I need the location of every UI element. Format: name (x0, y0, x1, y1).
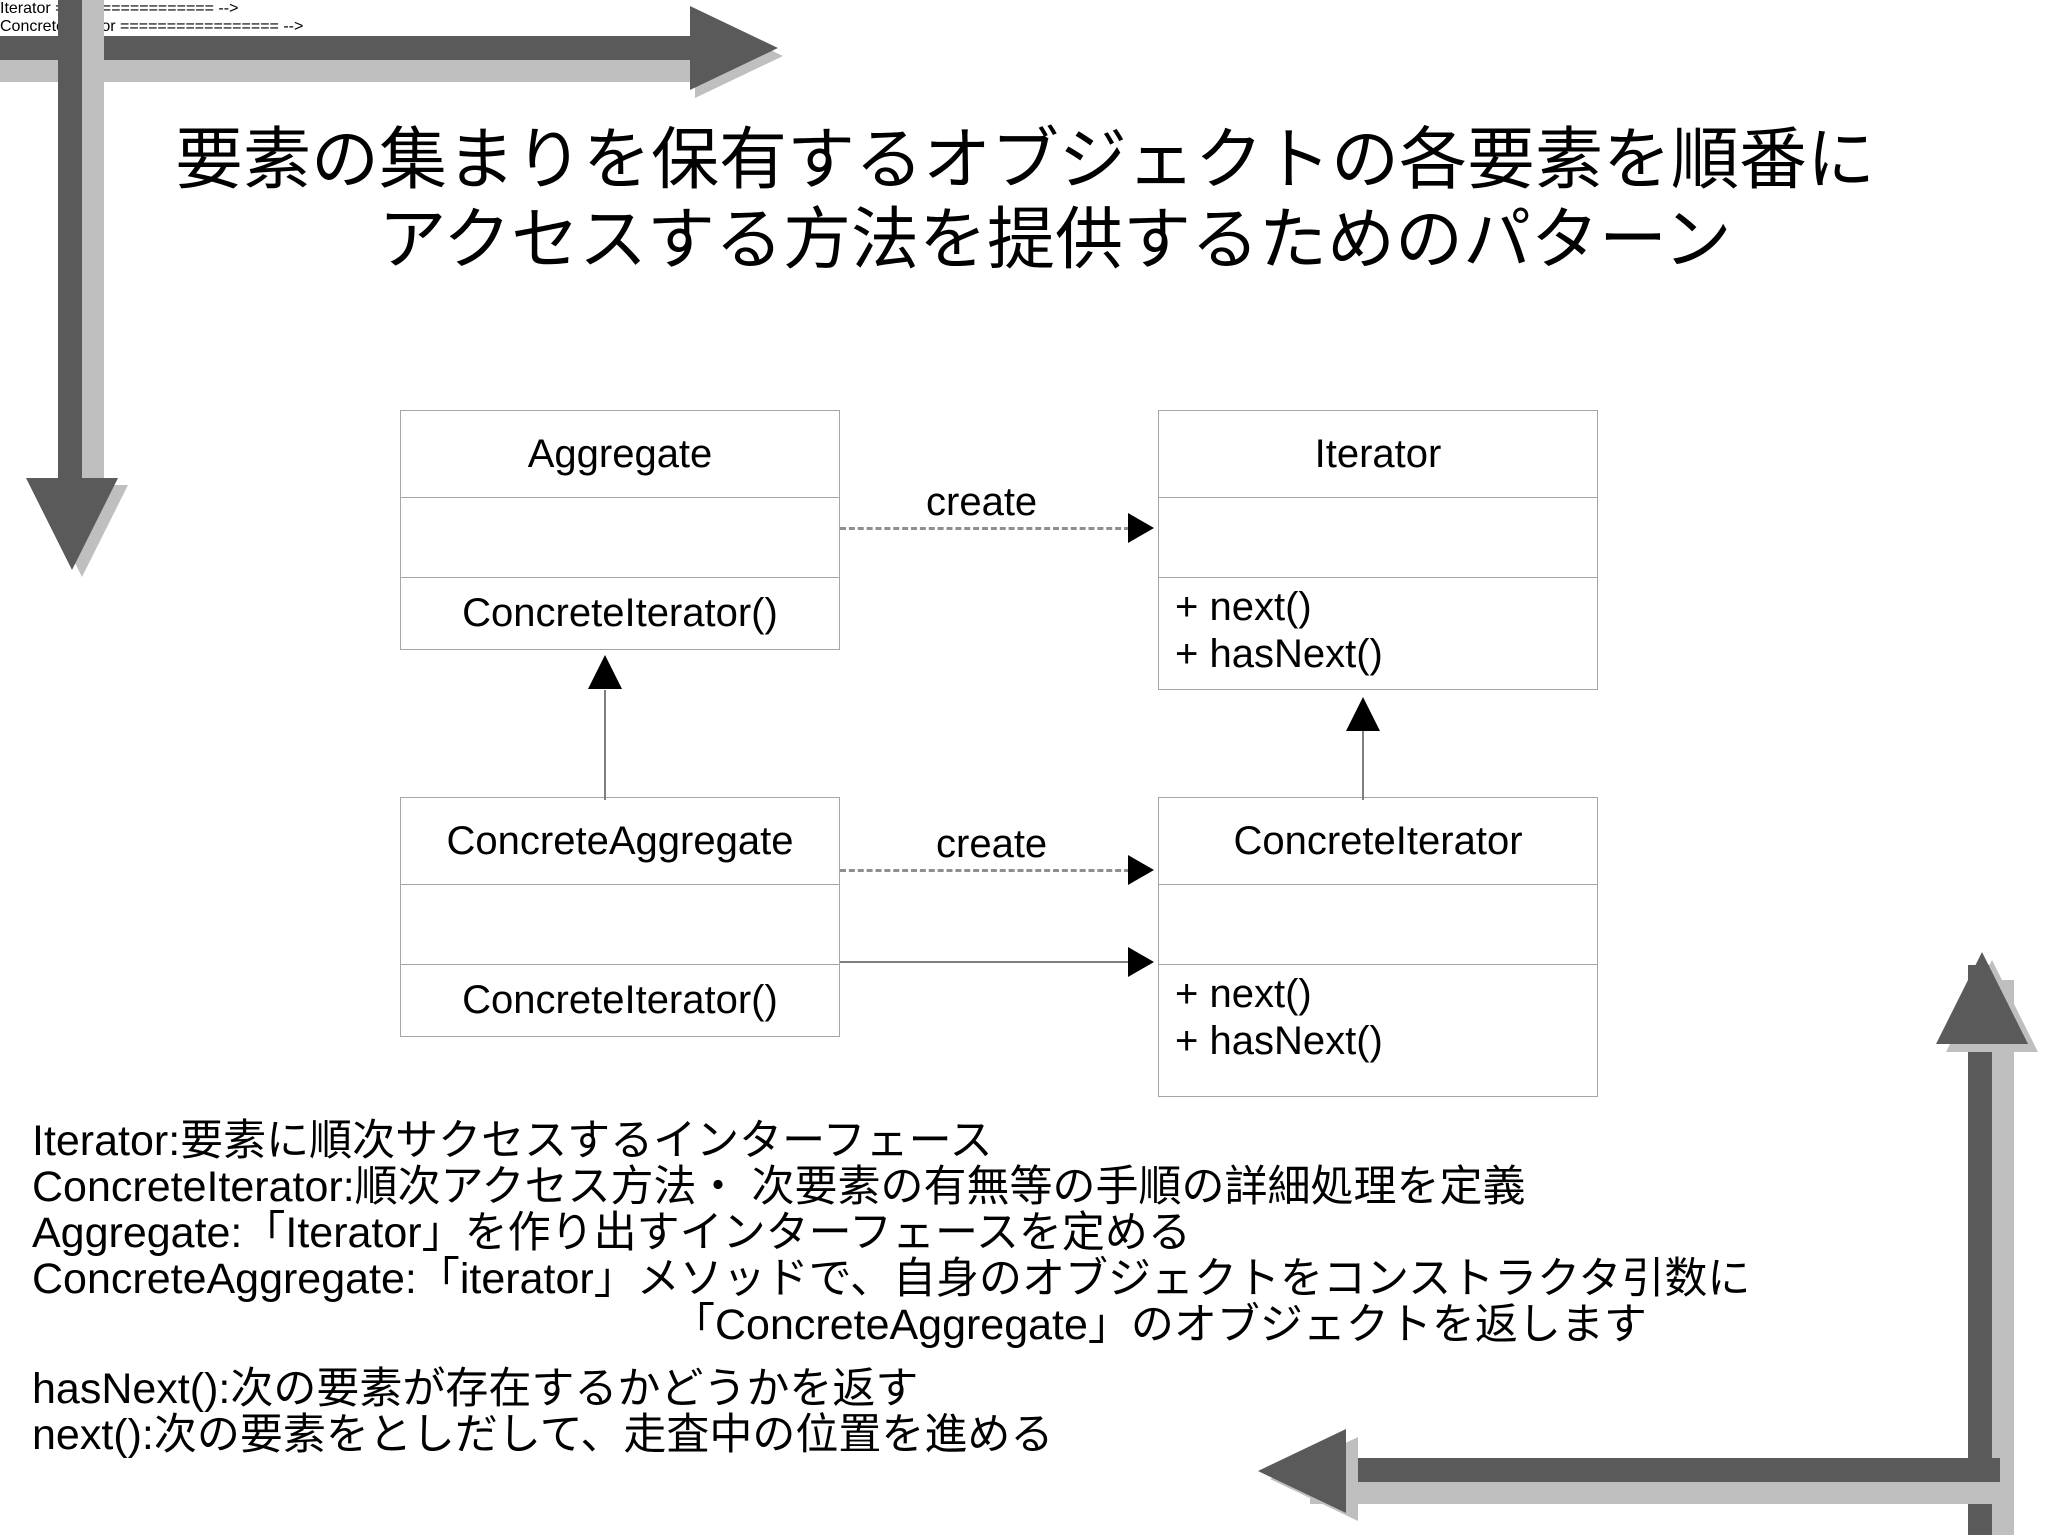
notes-spacer (32, 1348, 2022, 1366)
arrowhead-assoc-concrete (1128, 947, 1154, 977)
note-line-concrete-iterator: ConcreteIterator:順次アクセス方法・ 次要素の有無等の手順の詳細… (32, 1163, 1526, 1211)
uml-operations-iterator: + next() + hasNext() (1159, 577, 1597, 689)
uml-class-name-aggregate: Aggregate (527, 431, 713, 476)
relation-label-create-top: create (920, 480, 1044, 525)
uml-operation-iterator-next: + next() (1175, 585, 1312, 629)
note-line-iterator: Iterator:要素に順次サクセスするインターフェース (32, 1117, 993, 1165)
arrowhead-create-bottom (1128, 855, 1154, 885)
page-title: 要素の集まりを保有するオブジェクトの各要素を順番に アクセスする方法を提供するた… (90, 120, 1960, 280)
uml-class-name-iterator: Iterator (1314, 431, 1442, 476)
title-line-2: アクセスする方法を提供するためのパターン (378, 202, 1732, 279)
uml-class-iterator[interactable]: Iterator + next() + hasNext() (1158, 410, 1598, 690)
uml-operations-concrete-iterator: + next() + hasNext() (1159, 964, 1597, 1096)
uml-operation-concrete-iterator-hasnext: + hasNext() (1175, 1019, 1383, 1064)
note-line-concrete-aggregate-cont: 「ConcreteAggregate」のオブジェクトを返します (672, 1301, 1647, 1349)
uml-operation-iterator-hasnext: + hasNext() (1175, 632, 1383, 677)
note-line-next: next():次の要素をとしだして、走査中の位置を進める (32, 1411, 1054, 1459)
note-line-aggregate: Aggregate:「Iterator」を作り出すインターフェースを定める (32, 1209, 1191, 1257)
uml-attributes-concrete-aggregate (401, 884, 839, 964)
uml-class-name-concrete-aggregate: ConcreteAggregate (446, 818, 794, 863)
uml-operations-concrete-aggregate: ConcreteIterator() (401, 964, 839, 1036)
uml-class-concrete-iterator[interactable]: ConcreteIterator + next() + hasNext() (1158, 797, 1598, 1097)
uml-attributes-aggregate (401, 497, 839, 577)
arrowhead-generalization-iterator (1346, 697, 1380, 731)
arrowhead-create-top (1128, 513, 1154, 543)
uml-operation-concrete-iterator-next: + next() (1175, 972, 1312, 1016)
uml-class-name-concrete-iterator: ConcreteIterator (1233, 818, 1523, 863)
uml-class-concrete-aggregate[interactable]: ConcreteAggregate ConcreteIterator() (400, 797, 840, 1037)
uml-operations-aggregate: ConcreteIterator() (401, 577, 839, 649)
note-line-hasnext: hasNext():次の要素が存在するかどうかを返す (32, 1365, 919, 1413)
arrowhead-generalization-aggregate (588, 655, 622, 689)
notes-block: Iterator:要素に順次サクセスするインターフェース ConcreteIte… (32, 1118, 2022, 1458)
relation-label-create-bottom: create (930, 822, 1054, 867)
title-line-1: 要素の集まりを保有するオブジェクトの各要素を順番に (174, 122, 1875, 198)
uml-class-aggregate[interactable]: Aggregate ConcreteIterator() (400, 410, 840, 650)
uml-attributes-concrete-iterator (1159, 884, 1597, 964)
uml-attributes-iterator (1159, 497, 1597, 577)
note-line-concrete-aggregate: ConcreteAggregate:「iterator」メソッドで、自身のオブジ… (32, 1255, 1751, 1303)
